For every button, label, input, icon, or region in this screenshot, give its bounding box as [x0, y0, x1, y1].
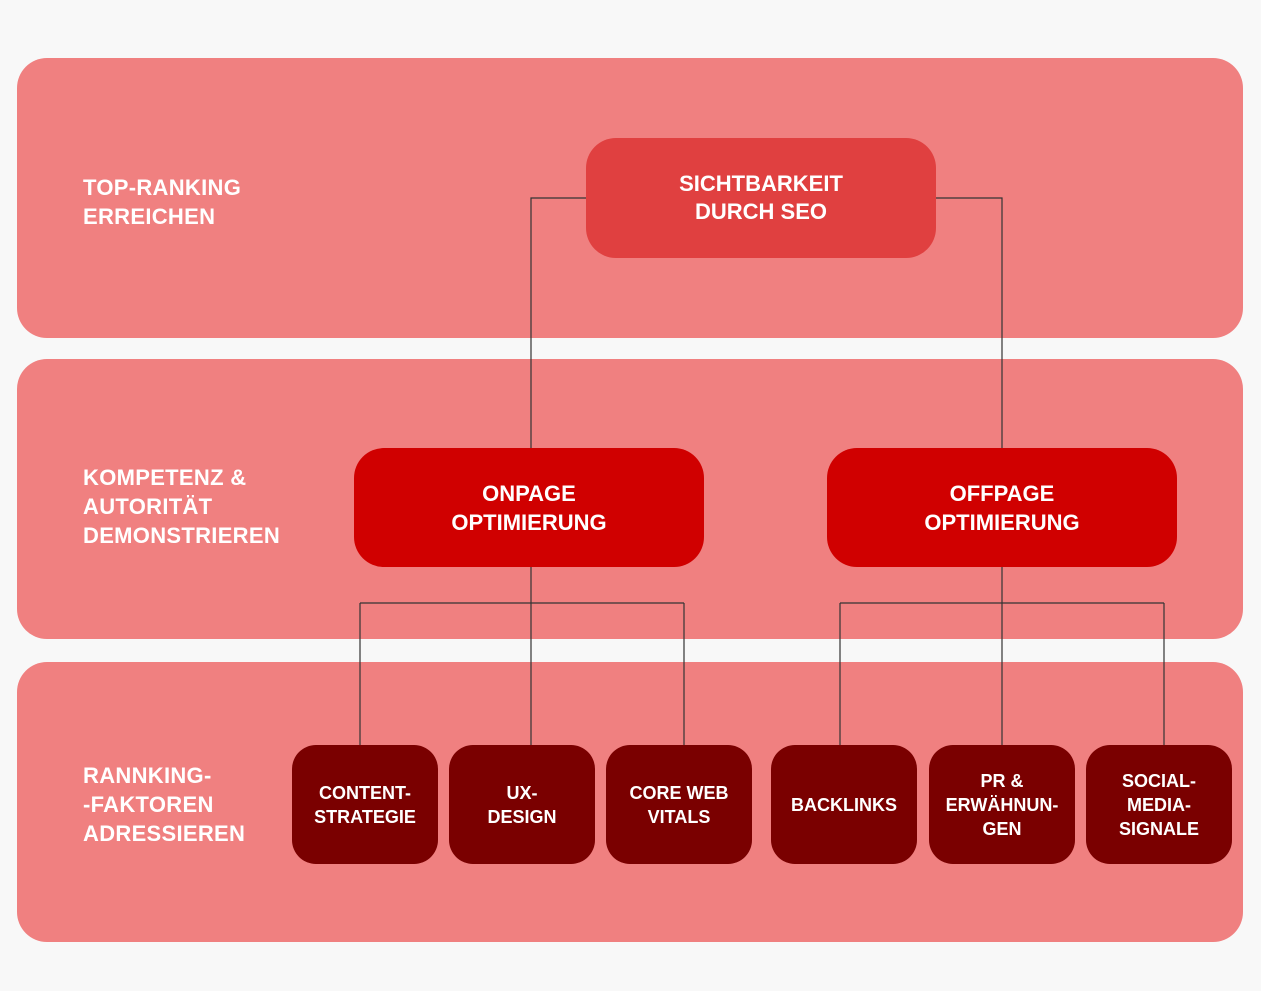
node-pr-erwaehnungen: PR & ERWÄHNUN- GEN — [929, 745, 1075, 864]
band-label-ranking-faktoren: RANNKING- -FAKTOREN ADRESSIEREN — [83, 763, 246, 846]
connector-top-to-onpage — [530, 197, 586, 448]
node-backlinks: BACKLINKS — [771, 745, 917, 864]
connector-top-to-offpage — [936, 197, 1003, 448]
node-core-web-vitals: CORE WEB VITALS — [606, 745, 752, 864]
band-label-kompetenz: KOMPETENZ & AUTORITÄT DEMONSTRIEREN — [83, 465, 281, 548]
band-label-top-ranking: TOP-RANKING ERREICHEN — [83, 175, 242, 229]
node-social-media-signale: SOCIAL- MEDIA- SIGNALE — [1086, 745, 1232, 864]
node-onpage-optimierung: ONPAGE OPTIMIERUNG — [354, 448, 704, 567]
node-offpage-optimierung: OFFPAGE OPTIMIERUNG — [827, 448, 1177, 567]
node-ux-design: UX- DESIGN — [449, 745, 595, 864]
node-content-strategie: CONTENT- STRATEGIE — [292, 745, 438, 864]
node-sichtbarkeit: SICHTBARKEIT DURCH SEO — [586, 138, 936, 258]
